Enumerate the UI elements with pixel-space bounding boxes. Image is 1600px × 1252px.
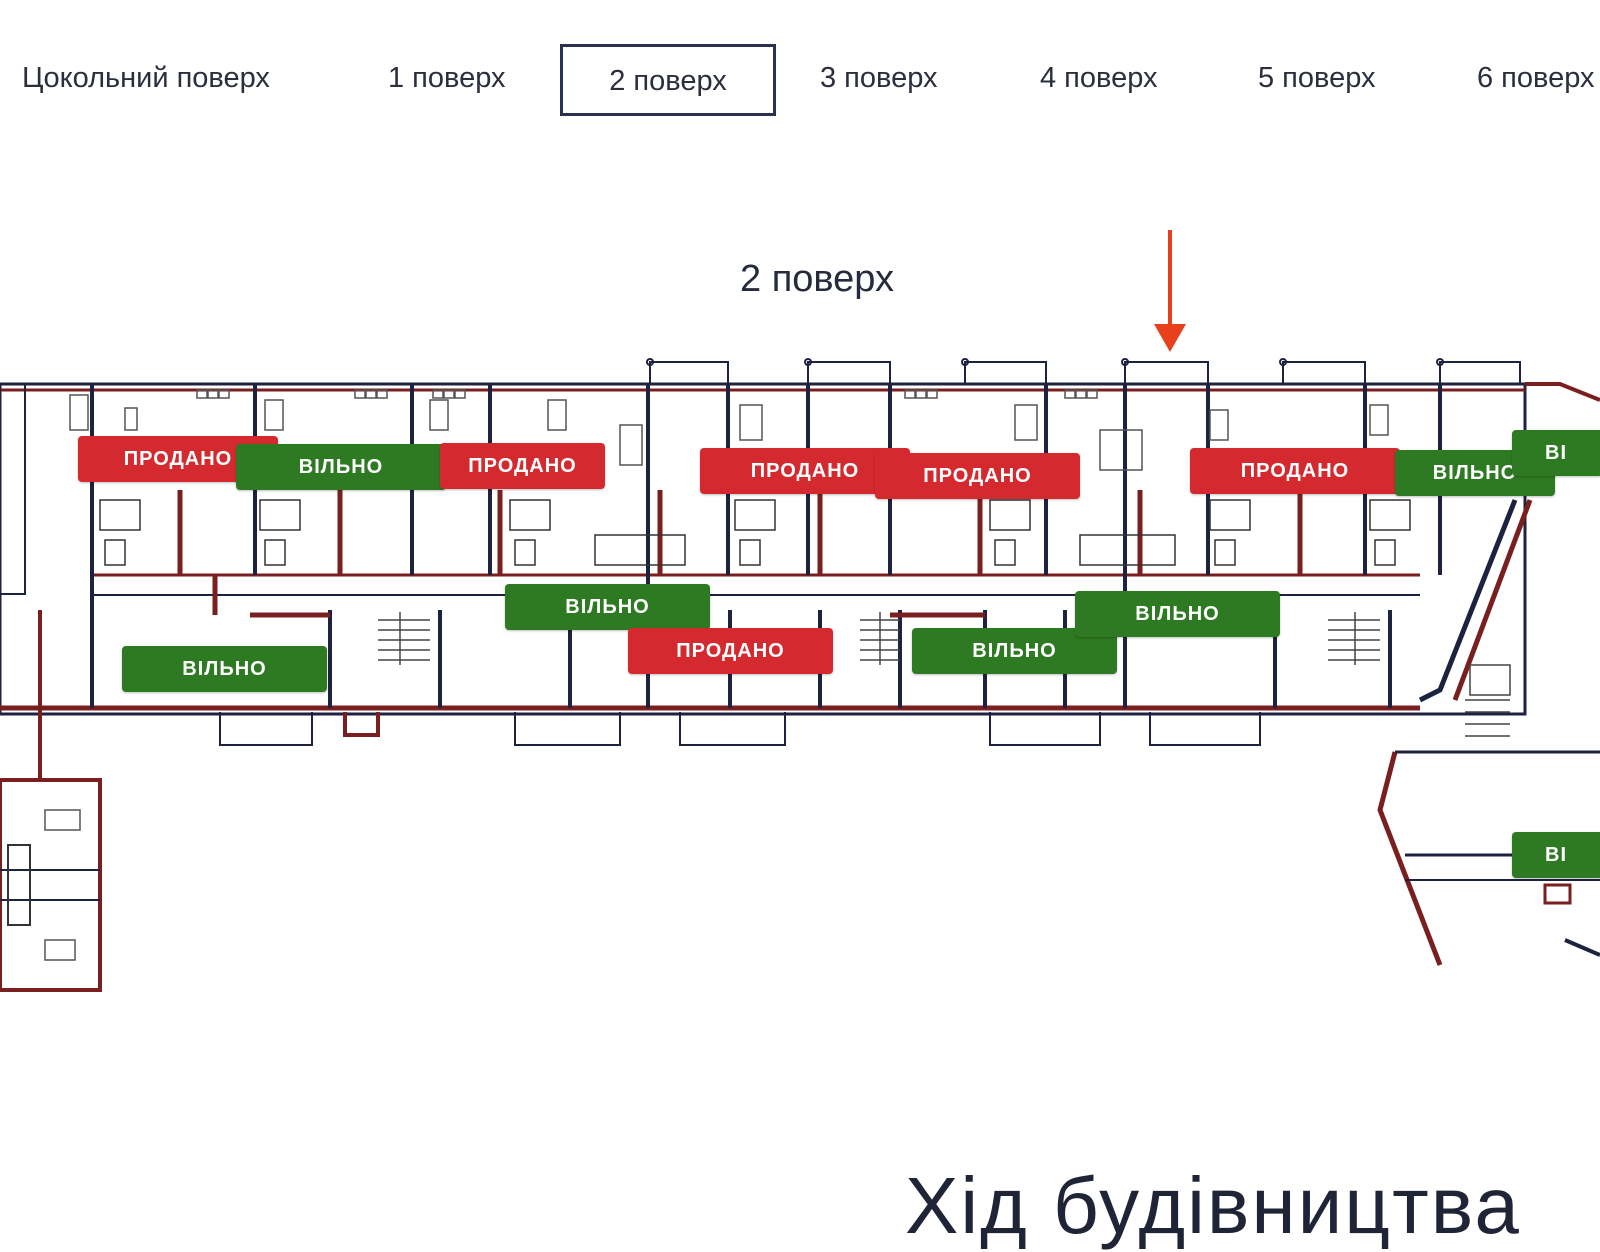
tab-floor-4[interactable]: 4 поверх — [1040, 62, 1158, 94]
apartment-status-free[interactable]: ВІЛЬНО — [1075, 591, 1280, 637]
construction-progress-heading: Хід будівництва — [905, 1161, 1521, 1250]
floor-title: 2 поверх — [740, 258, 895, 300]
apartment-status-free-partial[interactable]: ВІ — [1512, 832, 1600, 878]
apartment-status-free[interactable]: ВІЛЬНО — [122, 646, 327, 692]
stairs — [378, 612, 1510, 737]
apartment-status-sold[interactable]: ПРОДАНО — [440, 443, 605, 489]
apartment-status-free-partial[interactable]: ВІ — [1512, 430, 1600, 476]
red-partition-walls — [177, 490, 1303, 618]
apartment-status-free[interactable]: ВІЛЬНО — [505, 584, 710, 630]
bottom-balconies — [219, 712, 1261, 746]
apartment-status-sold[interactable]: ПРОДАНО — [1190, 448, 1400, 494]
tab-floor-6[interactable]: 6 поверх — [1477, 62, 1595, 94]
tab-floor-5[interactable]: 5 поверх — [1258, 62, 1376, 94]
apartment-status-free[interactable]: ВІЛЬНО — [236, 444, 446, 490]
down-arrow-icon — [1154, 230, 1186, 352]
floor-plan — [0, 230, 1600, 992]
apartment-status-sold[interactable]: ПРОДАНО — [628, 628, 833, 674]
tab-basement-floor[interactable]: Цокольний поверх — [22, 62, 270, 94]
windows-top — [69, 389, 1389, 471]
floor-tabs: Цокольний поверх 1 поверх 2 поверх 3 пов… — [0, 44, 1600, 116]
apartment-status-sold[interactable]: ПРОДАНО — [875, 453, 1080, 499]
top-balconies — [646, 358, 1521, 384]
left-wing — [0, 383, 102, 992]
tab-floor-3[interactable]: 3 поверх — [820, 62, 938, 94]
right-wing — [1377, 382, 1600, 966]
tab-floor-1[interactable]: 1 поверх — [388, 62, 506, 94]
bathroom-fixtures — [99, 499, 1411, 566]
tab-floor-2[interactable]: 2 поверх — [560, 44, 776, 116]
